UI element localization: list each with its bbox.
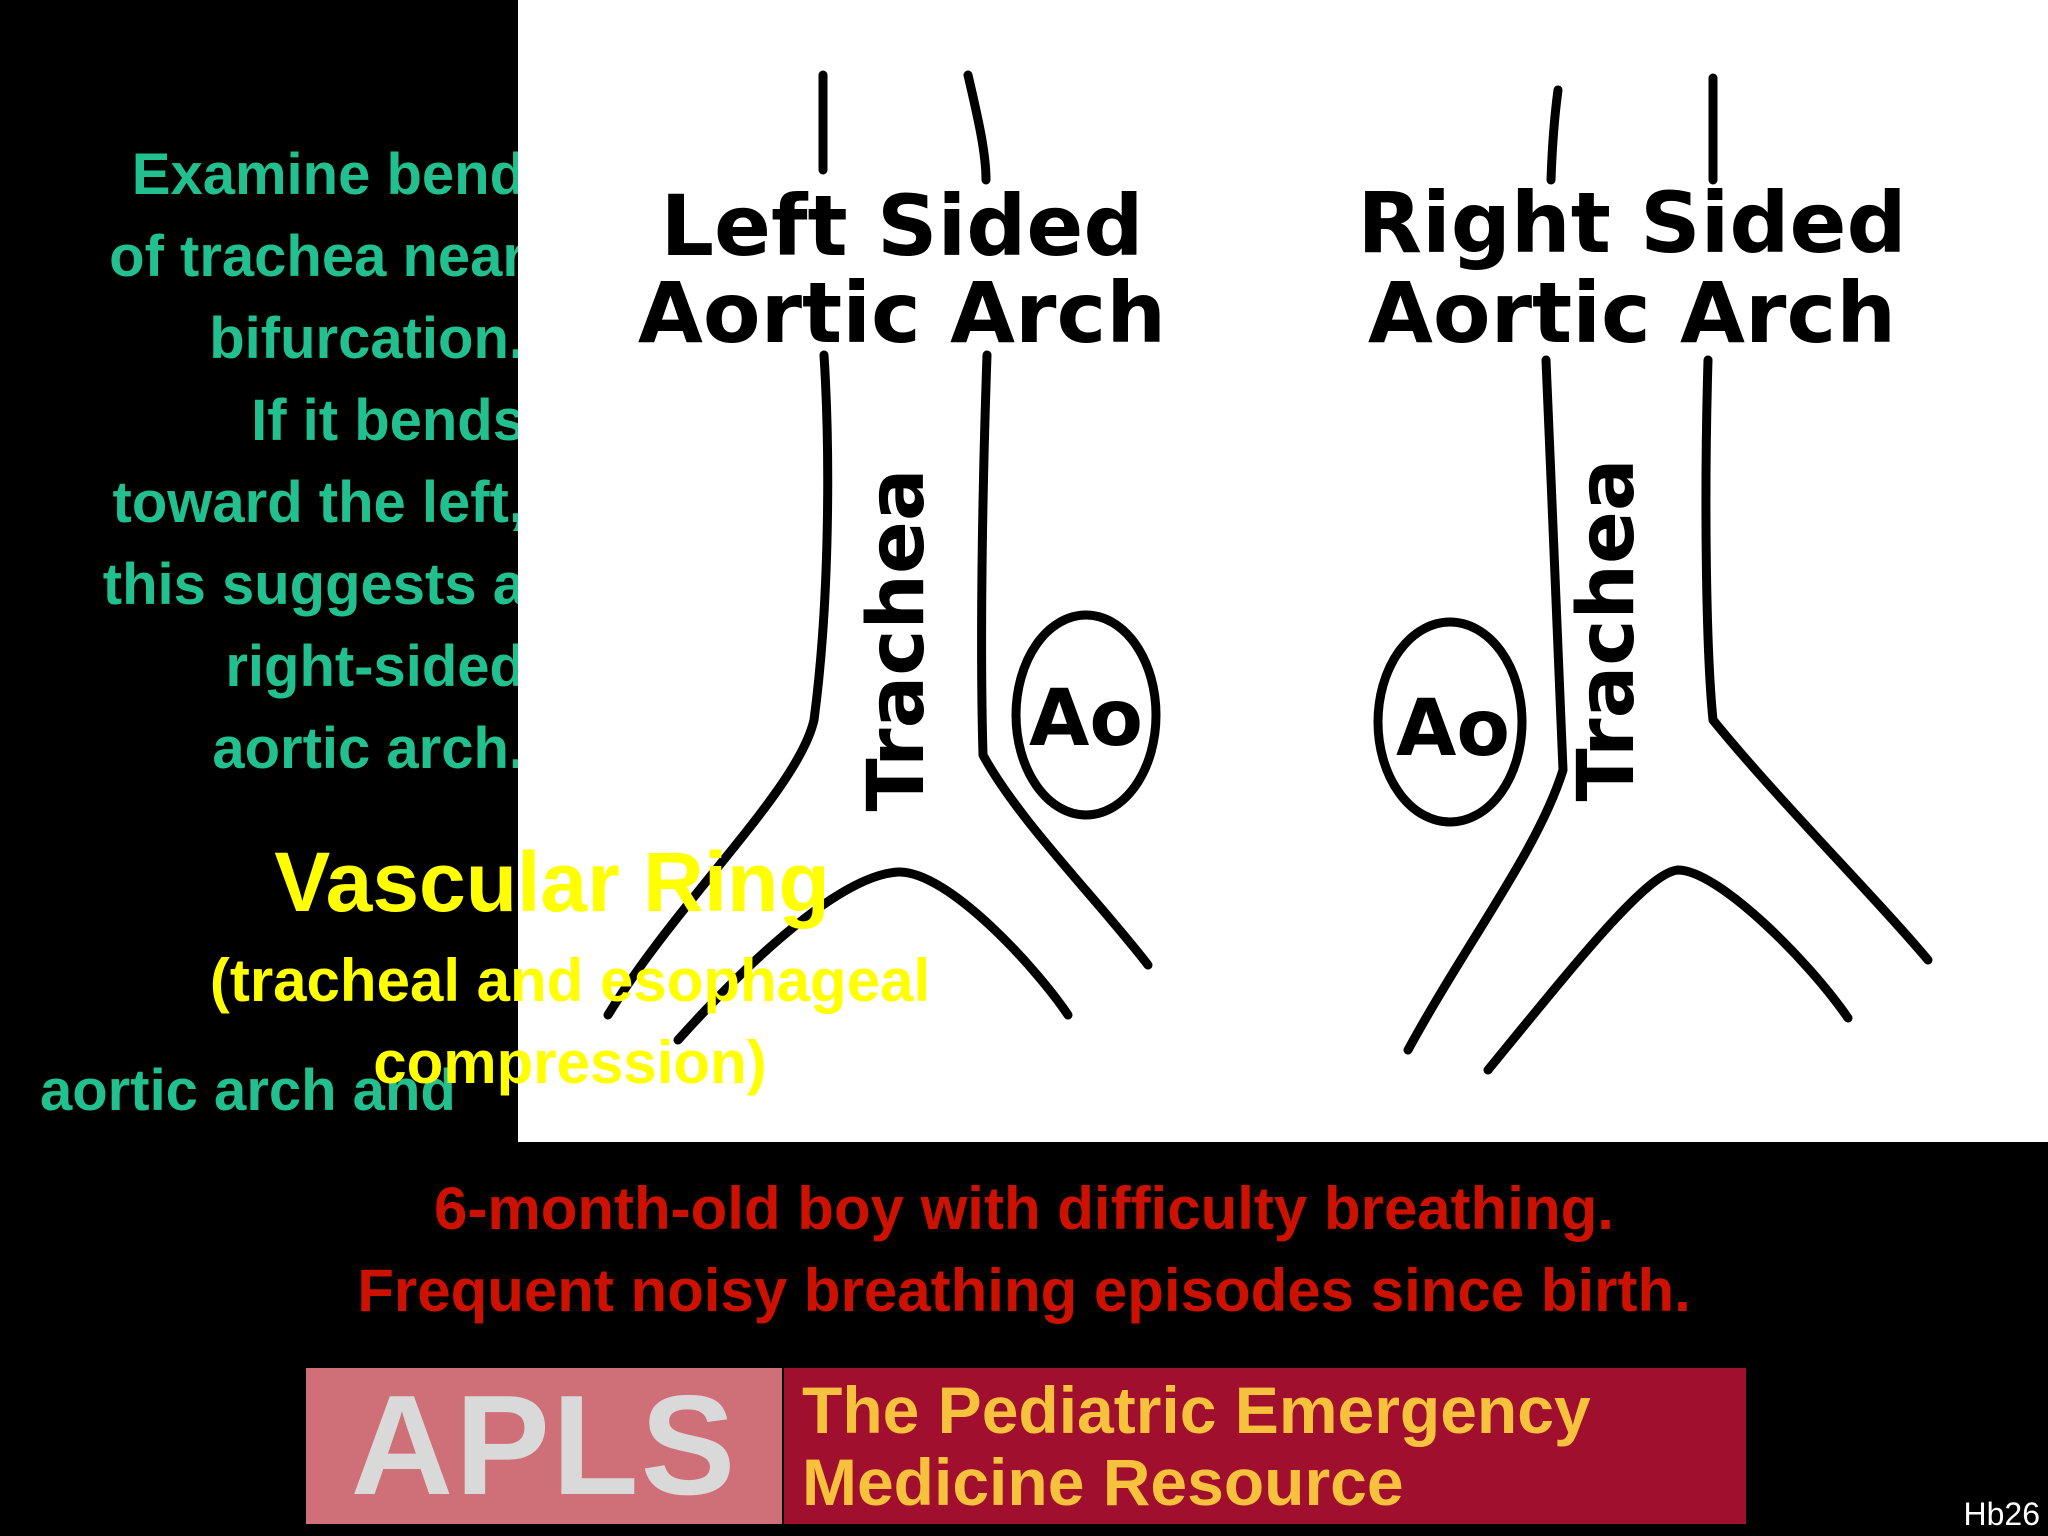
side-note-line: of trachea near [109,224,525,289]
right-aorta-label: Ao [1396,684,1510,774]
case-line1: 6-month-old boy with difficulty breathin… [434,1175,1614,1242]
case-line2: Frequent noisy breathing episodes since … [357,1257,1691,1324]
side-note-line: aortic arch. [212,716,525,781]
apls-tagline-line2: Medicine Resource [802,1445,1404,1519]
vascular-ring-subtitle-line1: (tracheal and esophageal [209,947,931,1014]
left-aorta-label: Ao [1029,674,1143,764]
side-note-line: bifurcation. [209,306,525,371]
left-trachea-left-wall [603,70,833,1020]
vascular-ring-subtitle: (tracheal and esophageal compression) [70,940,1070,1104]
side-note-line: If it bends [251,388,525,453]
side-note-tail: aortic arch and [40,1058,456,1123]
apls-acronym: APLS [350,1366,738,1525]
left-title-line2: Aortic Arch [638,264,1166,362]
apls-tagline-line1: The Pediatric Emergency [802,1373,1591,1447]
left-trachea-right-wall [963,70,1153,970]
left-carina [673,867,1073,1045]
apls-logo-tagline: The Pediatric Emergency Medicine Resourc… [784,1368,1746,1524]
side-note-line: right-sided [225,634,525,699]
aortic-arch-diagram: Left Sided Aortic Arch Right Sided Aorti… [518,0,2048,1142]
side-note-line: this suggests a [102,552,525,617]
right-aorta-outline [1373,617,1527,827]
apls-logo: APLS The Pediatric Emergency Medicine Re… [306,1368,1746,1524]
case-description: 6-month-old boy with difficulty breathin… [0,1168,2048,1332]
left-aorta-outline [1011,610,1161,820]
diagram-svg: Left Sided Aortic Arch Right Sided Aorti… [603,70,1933,1075]
apls-logo-badge: APLS [306,1368,782,1524]
right-trachea-label: Trachea [1562,458,1652,801]
slide-id: Hb26 [1963,1496,2041,1532]
side-note-line: toward the left, [112,470,525,535]
right-title-line2: Aortic Arch [1368,264,1896,362]
side-note-line: Examine bend [131,142,525,207]
vascular-ring-title: Vascular Ring [274,835,830,929]
side-note: Examine bend of trachea near bifurcation… [20,134,525,790]
right-carina [1483,865,1853,1075]
left-title-line1: Left Sided [661,177,1144,275]
vascular-ring-subtitle-line2: compression) [373,1029,767,1096]
right-trachea-right-wall [1701,73,1933,965]
left-trachea-label: Trachea [852,468,942,811]
right-trachea-left-wall [1403,85,1568,1055]
right-title-line1: Right Sided [1357,174,1906,272]
